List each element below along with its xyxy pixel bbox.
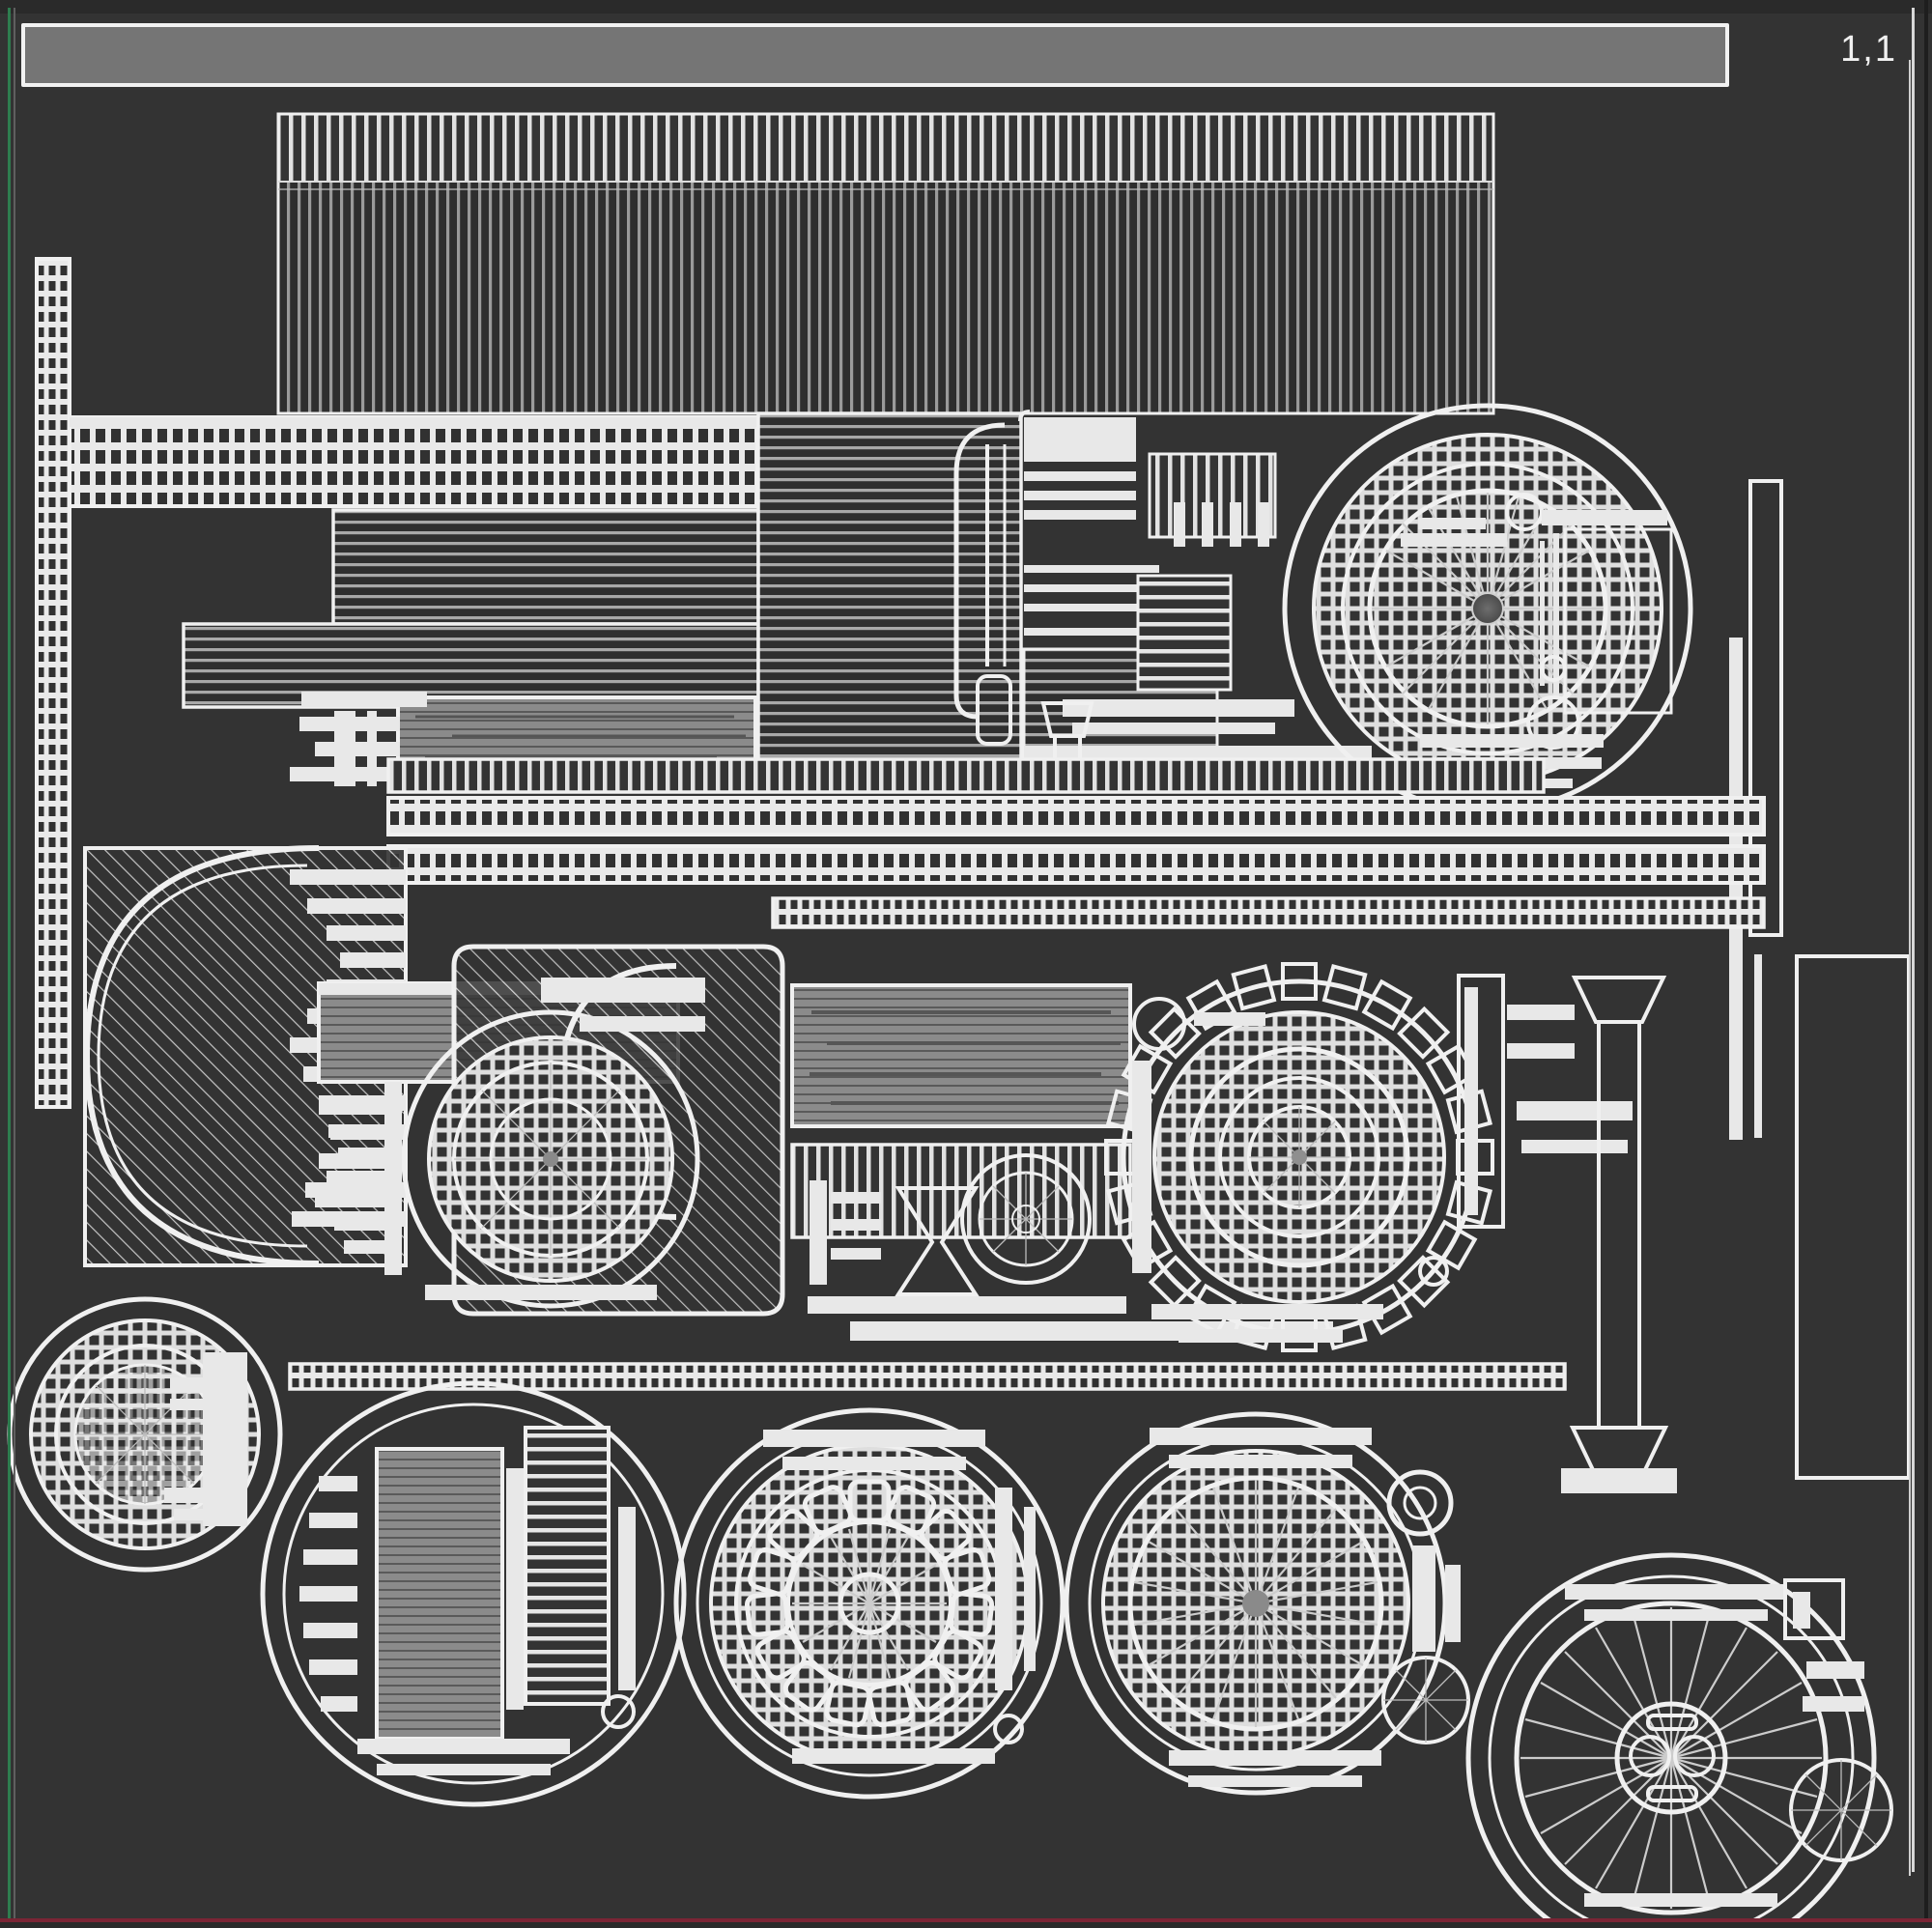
bottom-disc-3: [673, 1407, 1065, 1800]
left-finger-stack: [315, 1082, 402, 1275]
step-connector-left: [290, 692, 427, 786]
canvas-frame-bottom-dark: [0, 1922, 1932, 1928]
bottom-disc-5: [1465, 1552, 1893, 1928]
coordinate-panel-divider: [1909, 60, 1911, 1876]
toothed-gear-center: [1104, 962, 1494, 1352]
upper-left-band: [68, 415, 759, 508]
canvas-frame-left-green: [8, 8, 11, 1920]
coordinate-readout: 1,1: [1840, 29, 1897, 70]
left-ladder-rail: [35, 257, 71, 1109]
canvas-frame-bottom-red: [0, 1918, 1932, 1922]
standpipe-right: [1561, 976, 1677, 1493]
toolbar-panel[interactable]: [21, 23, 1729, 87]
canvas-frame-right-outer: [1924, 0, 1928, 1928]
upper-hatch-block: [182, 411, 1023, 782]
canvas-frame-left-gray: [14, 8, 15, 1920]
top-fin-array: [276, 112, 1495, 415]
bottom-disc-4: [1064, 1411, 1470, 1796]
linkage-mechanism-center: [808, 1153, 1333, 1341]
spoked-wheel-upper-right: [1282, 403, 1693, 814]
bottom-disc-1: [7, 1296, 283, 1573]
canvas-frame-top: [0, 0, 1932, 14]
top-right-detail-boxes: [1174, 502, 1269, 547]
mid-rail-bands: [288, 757, 1766, 1391]
right-column-rails: [1729, 479, 1911, 1480]
bottom-disc-2: [260, 1380, 687, 1807]
right-side-module: [1457, 974, 1633, 1229]
canvas-frame-right: [1912, 8, 1915, 1872]
impeller-left: [401, 978, 705, 1309]
